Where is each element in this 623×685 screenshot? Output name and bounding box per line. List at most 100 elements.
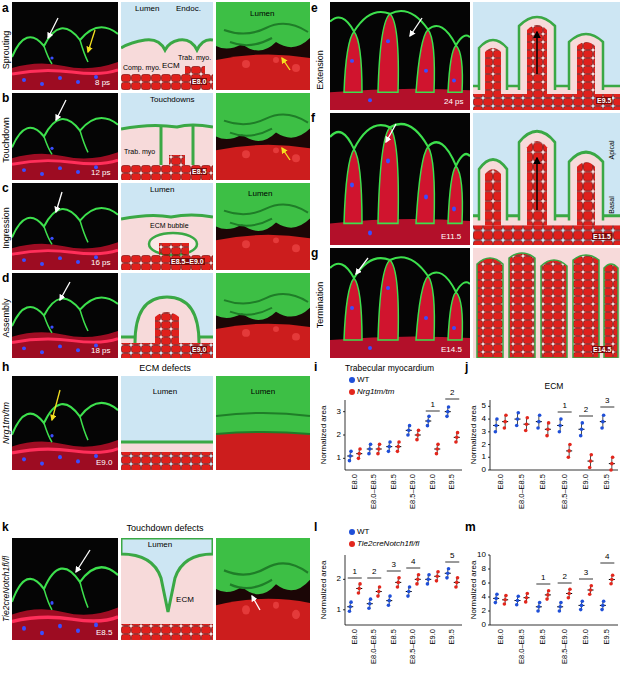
chart-axis xyxy=(345,555,462,625)
data-point xyxy=(357,457,361,461)
tick-label: E9.5 xyxy=(604,629,612,644)
axis-tick xyxy=(343,411,345,412)
panel-letter: m xyxy=(465,521,476,533)
data-point xyxy=(546,427,550,431)
data-point xyxy=(397,576,401,580)
data-point xyxy=(415,582,419,586)
significance-bar xyxy=(348,578,362,579)
data-point xyxy=(435,452,439,456)
legend-text: WT xyxy=(357,528,369,536)
data-point xyxy=(426,582,430,586)
data-point xyxy=(406,594,410,598)
data-point xyxy=(456,431,460,435)
data-point xyxy=(426,424,430,428)
data-point xyxy=(387,445,391,449)
data-point xyxy=(368,602,372,606)
data-point xyxy=(454,585,458,589)
data-point xyxy=(504,594,508,598)
data-point xyxy=(357,452,361,456)
tick-label: E9.5 xyxy=(604,474,612,489)
data-point xyxy=(435,575,439,579)
data-point xyxy=(516,417,520,421)
significance-bar xyxy=(558,583,572,584)
data-point xyxy=(369,443,373,447)
data-point xyxy=(609,468,613,472)
tick-label: 8 xyxy=(482,565,486,573)
tick-label: 5 xyxy=(482,402,486,410)
data-point xyxy=(568,588,572,592)
tick-label: 6 xyxy=(482,579,486,587)
time-label: E8.5 xyxy=(96,629,112,637)
significance-mark: 1 xyxy=(353,568,357,576)
region-label: ECM xyxy=(176,596,194,604)
chart-axis xyxy=(490,555,618,625)
data-point xyxy=(378,585,382,589)
data-point xyxy=(408,424,412,428)
region-label: Lumen xyxy=(135,5,159,13)
region-label: Comp. myo. xyxy=(123,64,161,71)
tick-label: 0 xyxy=(482,621,486,629)
time-label: E9.0 xyxy=(96,459,112,467)
data-point xyxy=(415,438,419,442)
data-point xyxy=(358,447,362,451)
data-point xyxy=(455,436,459,440)
time-label: E11.5 xyxy=(441,233,461,241)
axis-label: Basal xyxy=(608,196,615,214)
data-point xyxy=(396,581,400,585)
data-point xyxy=(376,594,380,598)
axis-tick xyxy=(488,625,490,626)
significance-mark: 1 xyxy=(541,574,545,582)
stage-age: E9.0 xyxy=(191,346,207,353)
axis-tick xyxy=(488,583,490,584)
data-point xyxy=(558,605,562,609)
data-point xyxy=(387,603,391,607)
data-point xyxy=(446,410,450,414)
data-point xyxy=(494,430,498,434)
significance-bar xyxy=(600,563,614,564)
significance-mark: 5 xyxy=(450,552,454,560)
tick-label: 2 xyxy=(337,431,341,439)
data-point xyxy=(558,609,562,613)
data-point xyxy=(445,576,449,580)
region-label: Trab. myo. xyxy=(178,54,211,61)
panel-letter: k xyxy=(2,521,9,533)
data-point xyxy=(600,608,604,612)
significance-bar xyxy=(387,571,401,572)
stage-age: E11.5 xyxy=(592,233,612,240)
data-point xyxy=(579,608,583,612)
data-point xyxy=(611,574,615,578)
data-point xyxy=(407,590,411,594)
data-point xyxy=(495,592,499,596)
tick-label: 2 xyxy=(482,607,486,615)
axis-tick xyxy=(488,444,490,445)
data-point xyxy=(567,455,571,459)
panel-letter: h xyxy=(2,361,9,373)
tick-label: E8.0 xyxy=(351,629,359,644)
data-point xyxy=(536,426,540,430)
legend-swatch xyxy=(349,541,355,547)
axis-tick xyxy=(343,609,345,610)
time-label: 12 ps xyxy=(91,169,111,177)
data-point xyxy=(348,459,352,463)
data-point xyxy=(526,592,530,596)
axis-tick xyxy=(488,569,490,570)
data-point xyxy=(436,570,440,574)
axis-tick xyxy=(488,470,490,471)
axis-tick xyxy=(488,597,490,598)
significance-bar xyxy=(367,578,381,579)
row-title: ECM defects xyxy=(139,364,191,373)
chart-title: ECM xyxy=(545,382,564,391)
data-point xyxy=(611,455,615,459)
data-point xyxy=(546,593,550,597)
pointer-arrow xyxy=(48,18,537,610)
data-point xyxy=(538,413,542,417)
panel-letter: j xyxy=(465,361,468,373)
tick-label: 4 xyxy=(482,593,486,601)
significance-mark: 4 xyxy=(411,558,415,566)
data-point xyxy=(348,605,352,609)
time-label: 24 ps xyxy=(444,98,464,106)
row-title: Touchdown defects xyxy=(126,524,203,533)
data-point xyxy=(517,411,521,415)
data-point xyxy=(396,450,400,454)
